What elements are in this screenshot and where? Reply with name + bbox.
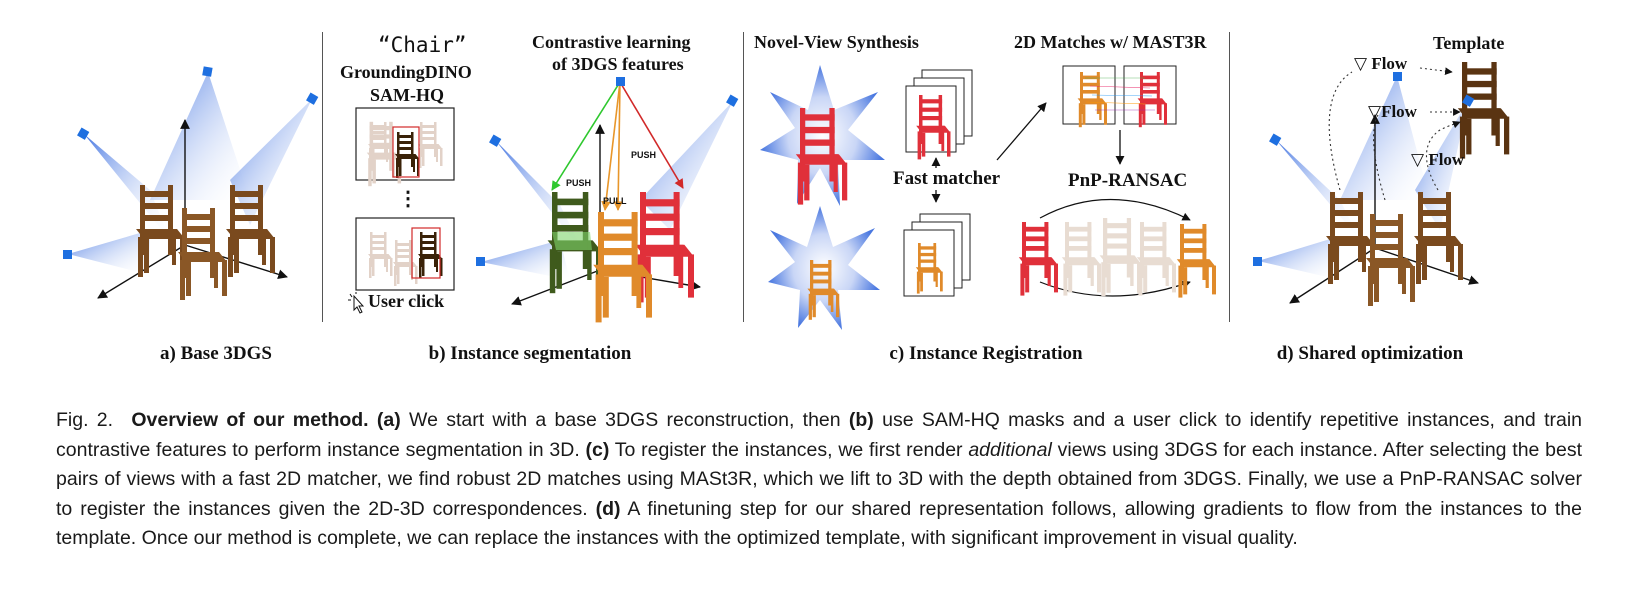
figure-illustration — [63, 62, 1510, 330]
pnp-ransac-label: PnP-RANSAC — [1068, 170, 1188, 191]
caption-emphasis: additional — [968, 438, 1052, 461]
caption-title: Overview of our method. — [131, 409, 369, 431]
panel-c-scene — [760, 65, 1216, 330]
push-label-1: PUSH — [566, 178, 592, 188]
flow-label-1: ▽ Flow — [1354, 54, 1408, 73]
caption-text-c2: views using 3DGS for each instance. Afte… — [56, 438, 1583, 520]
fast-matcher-label: Fast matcher — [893, 168, 1001, 189]
pull-label: PULL — [603, 196, 627, 206]
user-click-label: User click — [368, 291, 445, 311]
contrastive-title-line2: of 3DGS features — [552, 54, 684, 74]
flow-label-3: ▽ Flow — [1411, 150, 1465, 169]
caption-tag-a: (a) — [376, 409, 401, 431]
caption-tag-d: (d) — [595, 497, 621, 520]
separator-bc — [743, 32, 744, 322]
ellipsis-dots: ⋮ — [398, 188, 418, 210]
panel-c-label: c) Instance Registration — [889, 343, 1083, 364]
separator-cd — [1229, 32, 1230, 322]
panel-a-label: a) Base 3DGS — [160, 343, 272, 364]
caption-text-d: A finetuning step for our shared represe… — [56, 497, 1582, 550]
matches-title: 2D Matches w/ MAST3R — [1014, 32, 1207, 52]
groundingdino-label: GroundingDINO — [340, 62, 472, 82]
cursor-click-icon — [348, 292, 365, 314]
samhq-label: SAM-HQ — [370, 85, 444, 105]
chair-a3 — [178, 208, 227, 300]
caption-text-a: We start with a base 3DGS reconstruction… — [400, 409, 849, 431]
figure-caption: Fig. 2. Overview of our method. (a) We s… — [56, 406, 1582, 554]
template-label: Template — [1433, 33, 1505, 53]
flow-label-2: ▽Flow — [1368, 102, 1417, 121]
caption-fig-number: Fig. 2. — [56, 409, 114, 431]
caption-tag-b: (b) — [848, 409, 874, 431]
separator-ab — [322, 32, 323, 322]
panel-d-label: d) Shared optimization — [1276, 343, 1464, 364]
contrastive-title-line1: Contrastive learning — [532, 32, 691, 52]
prompt-text: “Chair” — [378, 33, 467, 57]
panel-d-scene — [1253, 62, 1510, 306]
caption-text-c1: To register the instances, we first rend… — [609, 438, 969, 461]
panel-b-scene — [348, 77, 739, 323]
panel-a-scene — [63, 66, 319, 300]
caption-tag-c: (c) — [585, 438, 610, 461]
nvs-title: Novel-View Synthesis — [754, 32, 919, 52]
overview-figure: “Chair” GroundingDINO SAM-HQ ⋮ User clic… — [63, 32, 1510, 364]
caption-text-b: use SAM-HQ masks and a user click to ide… — [56, 409, 1583, 461]
push-label-2: PUSH — [631, 150, 657, 160]
panel-b-label: b) Instance segmentation — [428, 343, 632, 364]
